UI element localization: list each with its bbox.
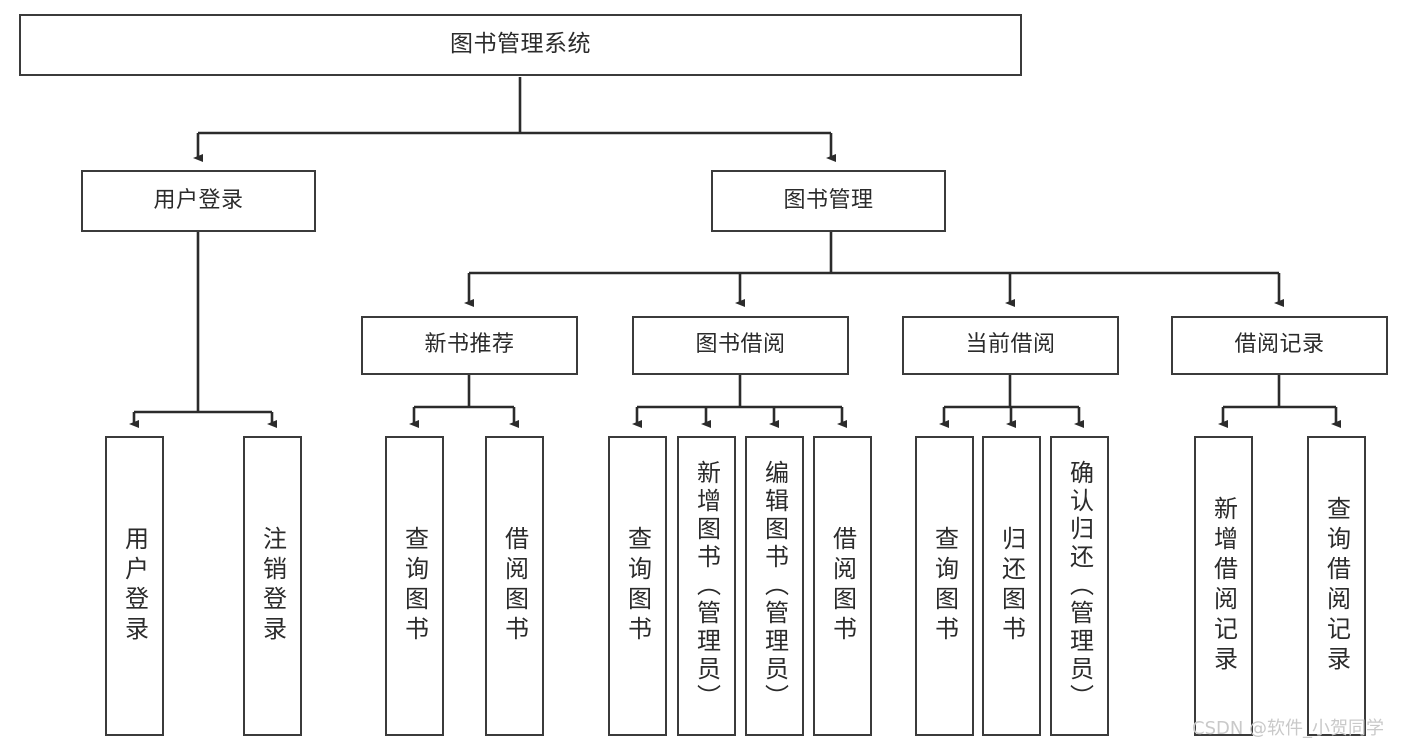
node-leaf-query-book-2[interactable]: 查询图书: [608, 436, 667, 736]
node-leaf-confirm-return-label: 确认归还（管理员）: [1065, 460, 1094, 712]
node-leaf-return-book-label: 归还图书: [997, 526, 1026, 646]
node-leaf-add-record-label: 新增借阅记录: [1209, 496, 1238, 676]
node-leaf-confirm-return[interactable]: 确认归还（管理员）: [1050, 436, 1109, 736]
node-leaf-query-record[interactable]: 查询借阅记录: [1307, 436, 1366, 736]
node-current-borrow-label: 当前借阅: [965, 332, 1056, 358]
node-leaf-user-login[interactable]: 用户登录: [105, 436, 164, 736]
csdn-watermark: CSDN @软件_小贺同学: [1192, 718, 1385, 739]
node-borrow-record[interactable]: 借阅记录: [1171, 316, 1388, 375]
node-root[interactable]: 图书管理系统: [19, 14, 1022, 76]
node-leaf-user-login-label: 用户登录: [120, 526, 149, 646]
node-leaf-logout-label: 注销登录: [258, 526, 287, 646]
node-book-borrow-label: 图书借阅: [695, 332, 786, 358]
node-leaf-logout[interactable]: 注销登录: [243, 436, 302, 736]
node-root-label: 图书管理系统: [450, 31, 591, 58]
node-leaf-add-book-label: 新增图书（管理员）: [692, 460, 721, 712]
node-leaf-edit-book-label: 编辑图书（管理员）: [760, 460, 789, 712]
node-leaf-borrow-book-2[interactable]: 借阅图书: [813, 436, 872, 736]
node-leaf-add-record[interactable]: 新增借阅记录: [1194, 436, 1253, 736]
node-leaf-borrow-book-1-label: 借阅图书: [500, 526, 529, 646]
node-leaf-borrow-book-2-label: 借阅图书: [828, 526, 857, 646]
node-book-borrow[interactable]: 图书借阅: [632, 316, 849, 375]
node-leaf-edit-book[interactable]: 编辑图书（管理员）: [745, 436, 804, 736]
node-leaf-query-book-3-label: 查询图书: [930, 526, 959, 646]
node-leaf-query-book-1-label: 查询图书: [400, 526, 429, 646]
node-leaf-query-book-1[interactable]: 查询图书: [385, 436, 444, 736]
node-leaf-return-book[interactable]: 归还图书: [982, 436, 1041, 736]
node-user-login-label: 用户登录: [153, 187, 244, 213]
node-user-login[interactable]: 用户登录: [81, 170, 316, 232]
node-leaf-add-book[interactable]: 新增图书（管理员）: [677, 436, 736, 736]
node-leaf-query-book-3[interactable]: 查询图书: [915, 436, 974, 736]
node-book-manage-label: 图书管理: [783, 187, 874, 213]
node-book-manage[interactable]: 图书管理: [711, 170, 946, 232]
node-leaf-query-record-label: 查询借阅记录: [1322, 496, 1351, 676]
node-new-book-recommend-label: 新书推荐: [424, 332, 515, 358]
node-current-borrow[interactable]: 当前借阅: [902, 316, 1119, 375]
node-new-book-recommend[interactable]: 新书推荐: [361, 316, 578, 375]
node-borrow-record-label: 借阅记录: [1234, 332, 1325, 358]
node-leaf-query-book-2-label: 查询图书: [623, 526, 652, 646]
node-leaf-borrow-book-1[interactable]: 借阅图书: [485, 436, 544, 736]
